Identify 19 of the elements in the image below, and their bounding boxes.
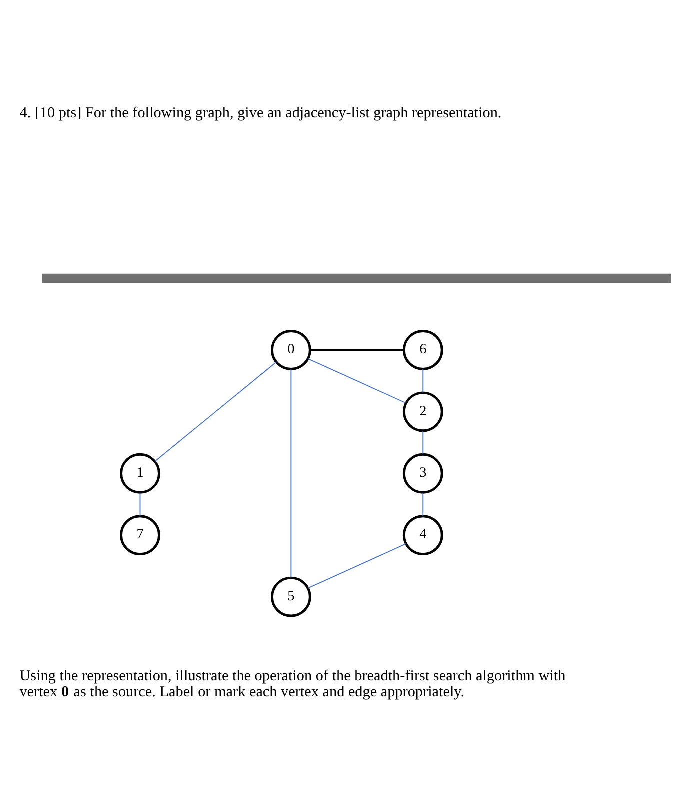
- node-circle: 7: [120, 514, 160, 556]
- connector: [310, 349, 404, 350]
- node-circle: 1: [120, 452, 160, 494]
- connector: [290, 368, 292, 578]
- node-circle: 3: [402, 452, 444, 494]
- diagram-title: 4. [10 pts] For the following graph, give an adjacency-list graph representation.: [20, 104, 502, 122]
- connector: [422, 368, 424, 393]
- node-circle: 0: [270, 330, 312, 370]
- connector: [140, 492, 141, 516]
- node-circle: 4: [402, 514, 444, 556]
- connector: [422, 492, 424, 516]
- connector: [308, 358, 406, 404]
- connector: [308, 543, 407, 588]
- caption: Using the representation, illustrate the operation of the breadth-first search algorithm with vertex 0 as the source. Label or mark each vertex and edge appropriately.: [20, 666, 566, 700]
- node-circle: 6: [402, 330, 444, 370]
- node-circle: 2: [402, 391, 444, 432]
- connector: [422, 430, 424, 454]
- node-circle: 5: [270, 576, 312, 617]
- connector: [154, 361, 277, 462]
